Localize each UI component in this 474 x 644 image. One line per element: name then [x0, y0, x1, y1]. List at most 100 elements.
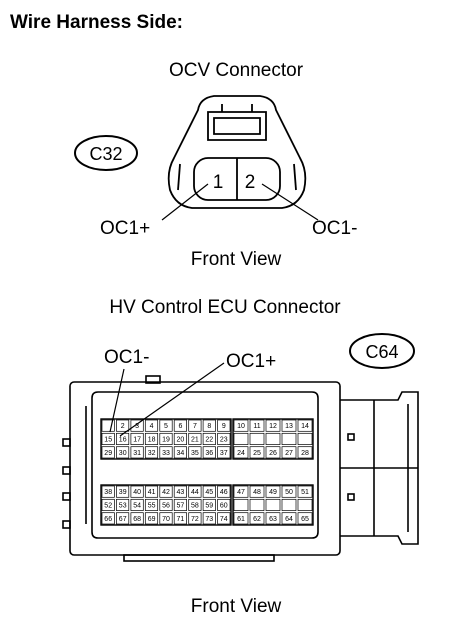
ecu-pin-cell [159, 419, 173, 432]
ecu-pin-cell [101, 419, 115, 432]
ecu-connector-code: C64 [365, 342, 398, 362]
ecu-pin-cell [144, 485, 159, 498]
ecu-pin-number: 51 [301, 489, 309, 496]
ecu-pin-cell [144, 432, 159, 445]
ecu-pin-number: 53 [119, 503, 127, 510]
ecu-pin-number: 21 [191, 437, 199, 444]
ecu-front-view-caption: Front View [191, 596, 282, 617]
ecu-pin-number: 69 [148, 516, 156, 523]
ecu-pin-cell [188, 498, 202, 511]
ecu-pin-cell [249, 485, 265, 498]
ecu-pin-number: 27 [285, 450, 293, 457]
ecu-pin-number: 63 [269, 516, 277, 523]
ecu-pin-cell [202, 498, 216, 511]
ecu-pin-number: 33 [162, 450, 170, 457]
ecu-pin-number: 52 [104, 503, 112, 510]
ecu-pin-cell [116, 432, 130, 445]
ecu-pin-number: 43 [177, 489, 185, 496]
ecu-pin-cell [249, 432, 265, 445]
ecu-pin-cell [188, 512, 202, 525]
ecu-pin-number: 48 [253, 489, 261, 496]
ecu-pin-cell [173, 432, 187, 445]
ecu-pin-number: 8 [207, 423, 211, 430]
ecu-pin-number: 13 [285, 423, 293, 430]
ecu-pin-cell [217, 512, 231, 525]
ecu-pin-cell [202, 485, 216, 498]
ecu-pin-cell [297, 512, 313, 525]
ecu-pin-cell [144, 419, 159, 432]
ecu-pin-cell [265, 512, 281, 525]
ecu-pin-cell [130, 485, 144, 498]
ecu-pin-cell [188, 432, 202, 445]
ecu-pin-number: 44 [191, 489, 199, 496]
ecu-pin-cell [202, 512, 216, 525]
ecu-pin-number: 50 [285, 489, 293, 496]
ecu-pin-cell [265, 419, 281, 432]
ocv-pin-2: 2 [245, 172, 256, 193]
ocv-label-oc1-minus: OC1- [312, 218, 357, 239]
ecu-pin-cell [297, 419, 313, 432]
ecu-pin-cell [144, 498, 159, 511]
ecu-pin-number: 55 [148, 503, 156, 510]
ecu-pin-number: 39 [119, 489, 127, 496]
ecu-pin-cell [249, 446, 265, 459]
ecu-pin-cell [101, 512, 115, 525]
ecu-pin-cell [281, 446, 297, 459]
ecu-pin-number: 11 [253, 423, 260, 430]
ecu-pin-cell [233, 512, 249, 525]
ecu-pin-number: 35 [191, 450, 199, 457]
ecu-pin-cell [217, 419, 231, 432]
ecu-pin-number: 14 [301, 423, 309, 430]
ecu-pin-number: 3 [135, 423, 139, 430]
ocv-label-oc1-plus: OC1+ [100, 218, 150, 239]
ocv-connector-housing [167, 95, 307, 209]
ecu-pin-number: 71 [177, 516, 185, 523]
ecu-pin-cell [130, 432, 144, 445]
ecu-pin-number: 66 [104, 516, 112, 523]
ecu-pin-number: 46 [220, 489, 228, 496]
ecu-pin-number: 26 [269, 450, 277, 457]
ecu-grid1-frame [100, 418, 232, 460]
ecu-pin-number: 7 [193, 423, 197, 430]
ecu-pin-cell [101, 432, 115, 445]
ecu-pin-cell [217, 485, 231, 498]
ocv-leader-oc1-plus [161, 183, 209, 221]
ecu-pin-number: 41 [148, 489, 156, 496]
ecu-grid3-frame [100, 484, 232, 526]
ecu-pin-cell [265, 485, 281, 498]
ecu-pin-cell [173, 485, 187, 498]
ecu-pin-cell [233, 432, 249, 445]
ecu-pin-cell [265, 498, 281, 511]
ecu-pin-cell [217, 446, 231, 459]
ecu-pin-cell [173, 446, 187, 459]
ecu-grid4-frame [232, 484, 314, 526]
ecu-pin-number: 23 [220, 437, 228, 444]
ecu-pin-cell [233, 485, 249, 498]
ecu-pin-number: 28 [301, 450, 309, 457]
ecu-pin-cell [281, 485, 297, 498]
ecu-pin-number: 19 [162, 437, 170, 444]
ecu-pin-cell [297, 432, 313, 445]
ecu-pin-cell [101, 485, 115, 498]
ocv-connector-code: C32 [89, 144, 122, 164]
ecu-pin-number: 15 [104, 437, 112, 444]
ecu-pin-number: 49 [269, 489, 277, 496]
ocv-front-view-caption: Front View [191, 249, 282, 270]
ecu-pin-cell [173, 498, 187, 511]
ecu-pin-cell [101, 498, 115, 511]
ecu-pin-cell [281, 419, 297, 432]
ecu-pin-number: 56 [162, 503, 170, 510]
ecu-pin-cell [281, 512, 297, 525]
ecu-pin-number: 36 [205, 450, 213, 457]
ecu-pin-number: 47 [237, 489, 245, 496]
ecu-pin-cell [130, 512, 144, 525]
ecu-pin-number: 37 [220, 450, 228, 457]
ecu-label-oc1-minus: OC1- [104, 347, 149, 368]
ecu-pin-cell [159, 446, 173, 459]
ecu-pin-cell [297, 498, 313, 511]
ecu-pin-number: 34 [177, 450, 185, 457]
ecu-pin-cell [202, 432, 216, 445]
ecu-label-oc1-plus: OC1+ [226, 351, 276, 372]
ecu-pin-number: 18 [148, 437, 156, 444]
